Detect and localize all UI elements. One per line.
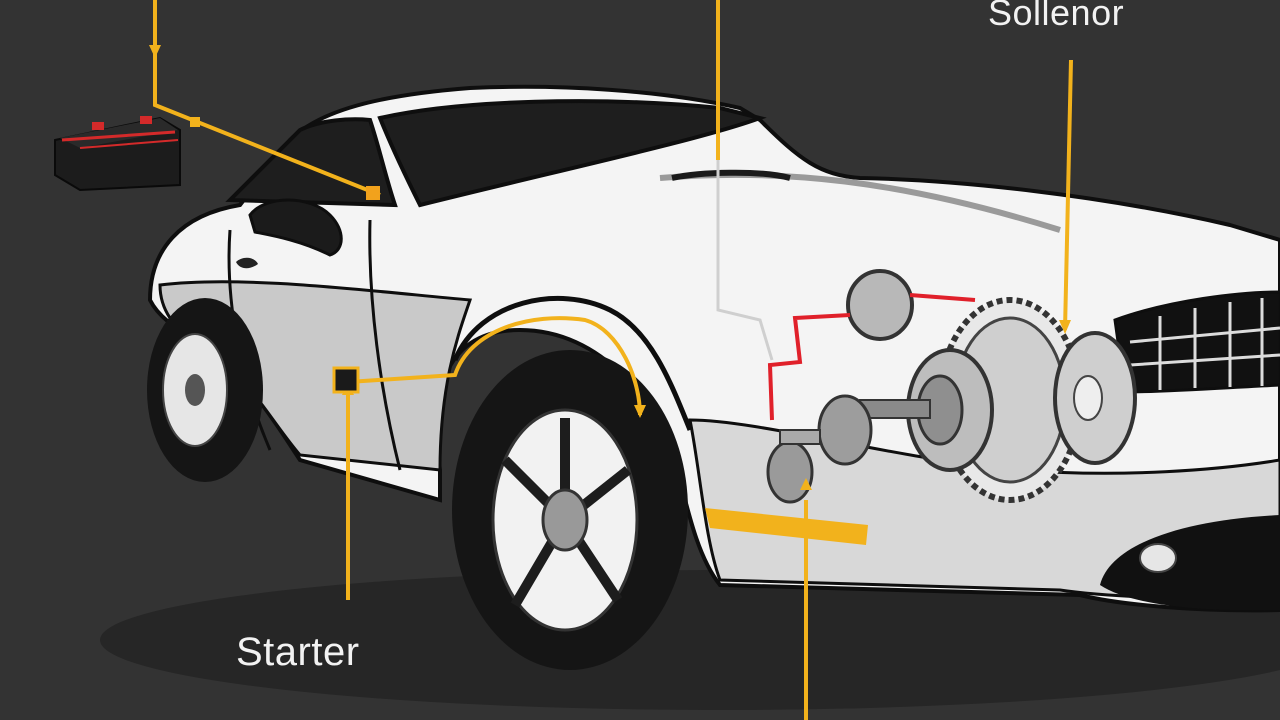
solenoid-icon — [1053, 331, 1137, 465]
hood-vent — [671, 169, 791, 181]
door-line-rear — [368, 219, 402, 471]
front-grille — [1113, 290, 1280, 394]
fog-light-lens — [1139, 543, 1177, 573]
starter-wire — [347, 316, 642, 416]
rear-wheel — [147, 298, 263, 482]
starter-motor-icon — [766, 269, 994, 504]
door-handle — [236, 257, 258, 269]
solenoid-leader — [1063, 59, 1073, 331]
red-wire — [767, 293, 976, 421]
junction-box — [332, 366, 360, 394]
ground-shadow — [100, 570, 1280, 710]
front-fender — [452, 296, 693, 431]
starter-label: Starter — [236, 630, 360, 674]
fog-light — [1100, 515, 1280, 611]
side-mirror — [248, 198, 343, 257]
battery-leader — [153, 0, 381, 197]
windshield — [377, 99, 767, 208]
solenoid-label: Sollenor — [988, 0, 1125, 33]
front-wheel — [452, 350, 688, 670]
side-marker — [705, 508, 868, 545]
